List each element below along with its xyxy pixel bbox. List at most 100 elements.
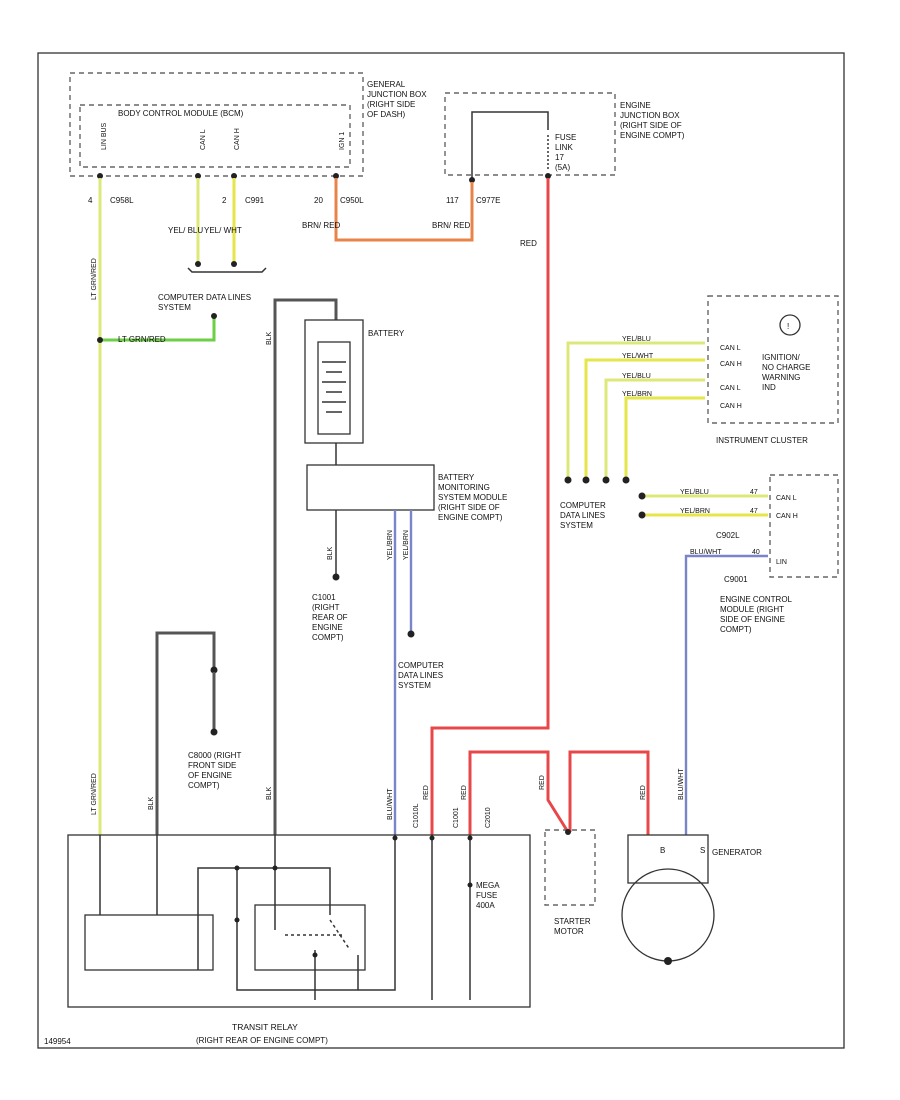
wire-color-label: YEL/BRN <box>403 530 410 560</box>
wire-color-label: RED <box>461 785 468 800</box>
pin-number: 2 <box>222 196 227 205</box>
wire-color-label: BLK <box>148 796 155 810</box>
battery-box <box>304 319 364 444</box>
pin-number: 47 <box>750 508 758 515</box>
starter-terminal-dot <box>565 829 571 835</box>
wire-end-dot <box>582 476 590 484</box>
bcm-label: BODY CONTROL MODULE (BCM) <box>118 109 244 118</box>
ejb-pin-dot <box>545 173 551 179</box>
bcm-pin-label: IGN 1 <box>339 132 346 150</box>
generator-box <box>627 834 709 884</box>
outer-frame <box>37 52 845 1049</box>
wire-color-label: YEL/ BLU <box>168 226 203 235</box>
can-wire <box>604 378 705 478</box>
ecm-pin-label: CAN H <box>776 513 798 520</box>
wire-color-label: RED <box>423 785 430 800</box>
wire-end-dot <box>638 511 646 519</box>
generator-pin-b: B <box>660 846 665 855</box>
relay-internal-wire <box>431 835 471 1000</box>
pin-number: 20 <box>314 196 323 205</box>
relay-switch-box <box>254 904 366 971</box>
connector-label-vertical: C1010L <box>413 803 420 828</box>
wire-color-label: BRN/ RED <box>432 221 470 230</box>
connector-label-vertical: C2010 <box>485 807 492 828</box>
transit-relay-label: TRANSIT RELAY <box>232 1022 298 1032</box>
wire-color-label: BLU/WHT <box>690 549 722 556</box>
connector-c977e: C977E <box>476 196 500 205</box>
wire-end-dot <box>638 492 646 500</box>
wire-color-label: BLK <box>266 786 273 800</box>
can-wire <box>566 341 705 478</box>
bcm-pin-dot <box>195 173 201 179</box>
relay-internal-wire <box>236 835 396 991</box>
bcm-pin-label: LIN BUS <box>101 122 108 150</box>
ejb-pin-dot <box>469 177 475 183</box>
bcm-pin-dot <box>333 173 339 179</box>
connector-label-vertical: C1001 <box>453 807 460 828</box>
ic-pin-label: CAN L <box>720 345 741 352</box>
ecm-lin-wire <box>684 554 768 835</box>
ejb-internal-wire <box>471 111 549 180</box>
wire-end-dot <box>231 261 237 267</box>
wire-color-label: YEL/BLU <box>622 373 651 380</box>
wire-color-label: BLU/WHT <box>387 788 394 820</box>
bcm-pin-label: CAN L <box>200 129 207 150</box>
starter-motor <box>544 829 596 906</box>
wire-color-label: RED <box>640 785 647 800</box>
wire-color-label: LT GRN/RED <box>91 773 98 815</box>
battery-label: BATTERY <box>368 329 405 338</box>
brn-red-wire <box>334 178 474 242</box>
pin-number: 117 <box>446 196 459 205</box>
wire-color-label: BLK <box>266 331 273 345</box>
relay-internal-wire <box>314 950 359 1000</box>
connector-c902l: C902L <box>716 531 740 540</box>
engine-junction-box <box>444 92 616 176</box>
relay-node-dot <box>392 835 398 841</box>
transit-relay <box>67 834 531 1008</box>
ground-dot <box>210 666 218 674</box>
generator-pin-s: S <box>700 846 705 855</box>
wire-color-label: YEL/ WHT <box>204 226 242 235</box>
instrument-label: INSTRUMENT CLUSTER <box>716 436 808 445</box>
connector-c991: C991 <box>245 196 265 205</box>
can-wire <box>584 358 705 478</box>
red-main-wire <box>430 178 550 835</box>
red-power-wire <box>568 750 650 835</box>
c8000-wire <box>155 631 216 835</box>
connector-c950l: C950L <box>340 196 364 205</box>
relay-node-dot <box>467 835 473 841</box>
ecm-pin-label: CAN L <box>776 495 797 502</box>
red-power-wire <box>468 750 570 835</box>
ic-pin-label: CAN L <box>720 385 741 392</box>
wire-end-dot <box>602 476 610 484</box>
relay-switch-contact <box>285 919 351 951</box>
warning-indicator-icon <box>779 314 801 336</box>
wire-color-label: LT GRN/RED <box>91 258 98 300</box>
wire-color-label: BRN/ RED <box>302 221 340 230</box>
wire-color-label: YEL/BRN <box>680 508 710 515</box>
general-junction-box <box>69 72 364 177</box>
wire-color-label: YEL/WHT <box>622 353 654 360</box>
wire-end-dot <box>407 630 415 638</box>
wire-color-label: YEL/BLU <box>680 489 709 496</box>
connector-c9001: C9001 <box>724 575 748 584</box>
relay-internal-wire <box>197 867 331 970</box>
wire-color-label: LT GRN/RED <box>118 335 166 344</box>
green-branch-wire <box>100 316 216 342</box>
pin-number: 40 <box>752 549 760 556</box>
relay-node-dot <box>467 882 473 888</box>
ecm-pin-label: LIN <box>776 559 787 566</box>
generator-ground-dot <box>664 957 672 965</box>
